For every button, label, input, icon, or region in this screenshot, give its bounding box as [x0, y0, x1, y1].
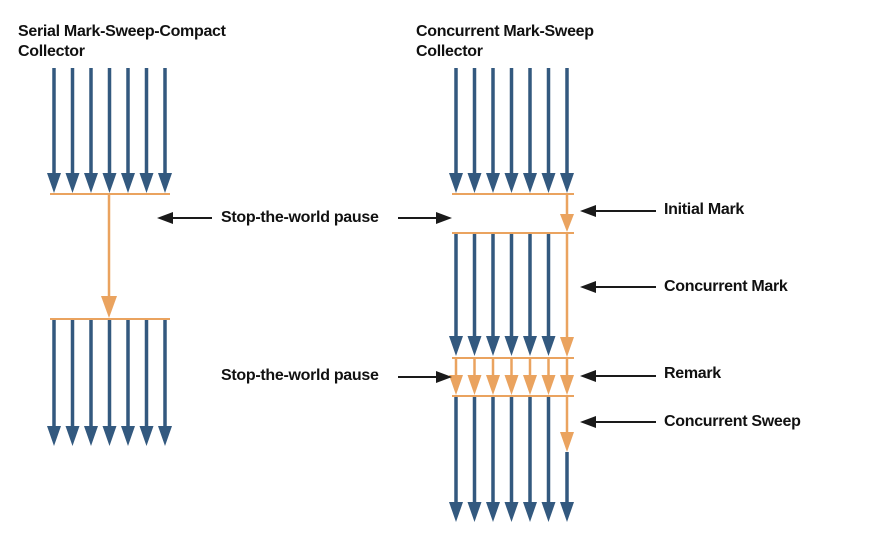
stw-bottom-arrow-head [436, 371, 452, 383]
stw-top-left-arrow-head [157, 212, 173, 224]
remark-label: Remark [664, 365, 721, 382]
initial-mark-label: Initial Mark [664, 201, 744, 218]
cms-thread-arrow-mid-5-head [541, 336, 556, 356]
serial-thread-arrow-bottom-0-head [47, 426, 61, 446]
serial-title-line2: Collector [18, 43, 85, 60]
concurrent-sweep-label: Concurrent Sweep [664, 413, 801, 430]
cms-thread-arrow-bottom-6-head [560, 502, 574, 522]
cms-remark-arrow-head-0 [449, 375, 463, 395]
cms-thread-arrow-mid-0-head [449, 336, 463, 356]
concurrent-sweep-arrow-head [580, 416, 596, 428]
cms-thread-arrow-bottom-0-head [449, 502, 463, 522]
cms-thread-arrow-top-2-head [486, 173, 500, 193]
cms-remark-arrow-head-2 [486, 375, 500, 395]
cms-remark-arrow-head-6 [560, 375, 574, 395]
concurrent-title-line1: Concurrent Mark-Sweep [416, 23, 594, 40]
cms-thread-arrow-bottom-4-head [523, 502, 537, 522]
serial-thread-arrow-top-3-head [102, 173, 117, 193]
cms-thread-arrow-mid-3-head [504, 336, 519, 356]
cms-thread-arrow-bottom-1-head [467, 502, 482, 522]
serial-thread-arrow-top-6-head [158, 173, 172, 193]
cms-remark-arrow-head-4 [523, 375, 537, 395]
stw-top-right-arrow-head [436, 212, 452, 224]
serial-thread-arrow-bottom-6-head [158, 426, 172, 446]
serial-thread-arrow-top-5-head [139, 173, 154, 193]
cms-thread-arrow-top-0-head [449, 173, 463, 193]
serial-thread-arrow-bottom-3-head [102, 426, 117, 446]
serial-thread-arrow-top-2-head [84, 173, 98, 193]
cms-remark-arrow-head-3 [504, 375, 519, 395]
cms-remark-arrow-head-5 [541, 375, 556, 395]
cms-thread-arrow-top-5-head [541, 173, 556, 193]
serial-thread-arrow-bottom-1-head [65, 426, 80, 446]
stw-pause-label-bottom: Stop-the-world pause [221, 367, 379, 384]
concurrent-mark-label: Concurrent Mark [664, 278, 788, 295]
cms-thread-arrow-mid-1-head [467, 336, 482, 356]
serial-thread-arrow-top-1-head [65, 173, 80, 193]
serial-title-line1: Serial Mark-Sweep-Compact [18, 23, 226, 40]
cms-thread-arrow-bottom-3-head [504, 502, 519, 522]
serial-thread-arrow-bottom-4-head [121, 426, 135, 446]
concurrent-mark-arrow-head [580, 281, 596, 293]
initial-mark-arrow-head [580, 205, 596, 217]
serial-thread-arrow-top-0-head [47, 173, 61, 193]
cms-thread-arrow-bottom-2-head [486, 502, 500, 522]
cms-remark-arrow-head-1 [467, 375, 482, 395]
serial-collector-title: Serial Mark-Sweep-Compact Collector [18, 22, 226, 62]
cms-thread-arrow-mid-2-head [486, 336, 500, 356]
cms-concurrent-mark-head [560, 337, 574, 357]
serial-thread-arrow-bottom-2-head [84, 426, 98, 446]
cms-concurrent-sweep-head [560, 432, 574, 452]
stw-pause-label-top: Stop-the-world pause [221, 209, 379, 226]
concurrent-collector-title: Concurrent Mark-Sweep Collector [416, 22, 594, 62]
concurrent-title-line2: Collector [416, 43, 483, 60]
serial-thread-arrow-bottom-5-head [139, 426, 154, 446]
cms-thread-arrow-top-4-head [523, 173, 537, 193]
serial-gc-arrow-head [101, 296, 117, 318]
cms-thread-arrow-bottom-5-head [541, 502, 556, 522]
cms-initial-mark-head [560, 214, 574, 232]
cms-thread-arrow-top-1-head [467, 173, 482, 193]
cms-thread-arrow-mid-4-head [523, 336, 537, 356]
cms-thread-arrow-top-6-head [560, 173, 574, 193]
cms-thread-arrow-top-3-head [504, 173, 519, 193]
serial-thread-arrow-top-4-head [121, 173, 135, 193]
remark-arrow-head [580, 370, 596, 382]
